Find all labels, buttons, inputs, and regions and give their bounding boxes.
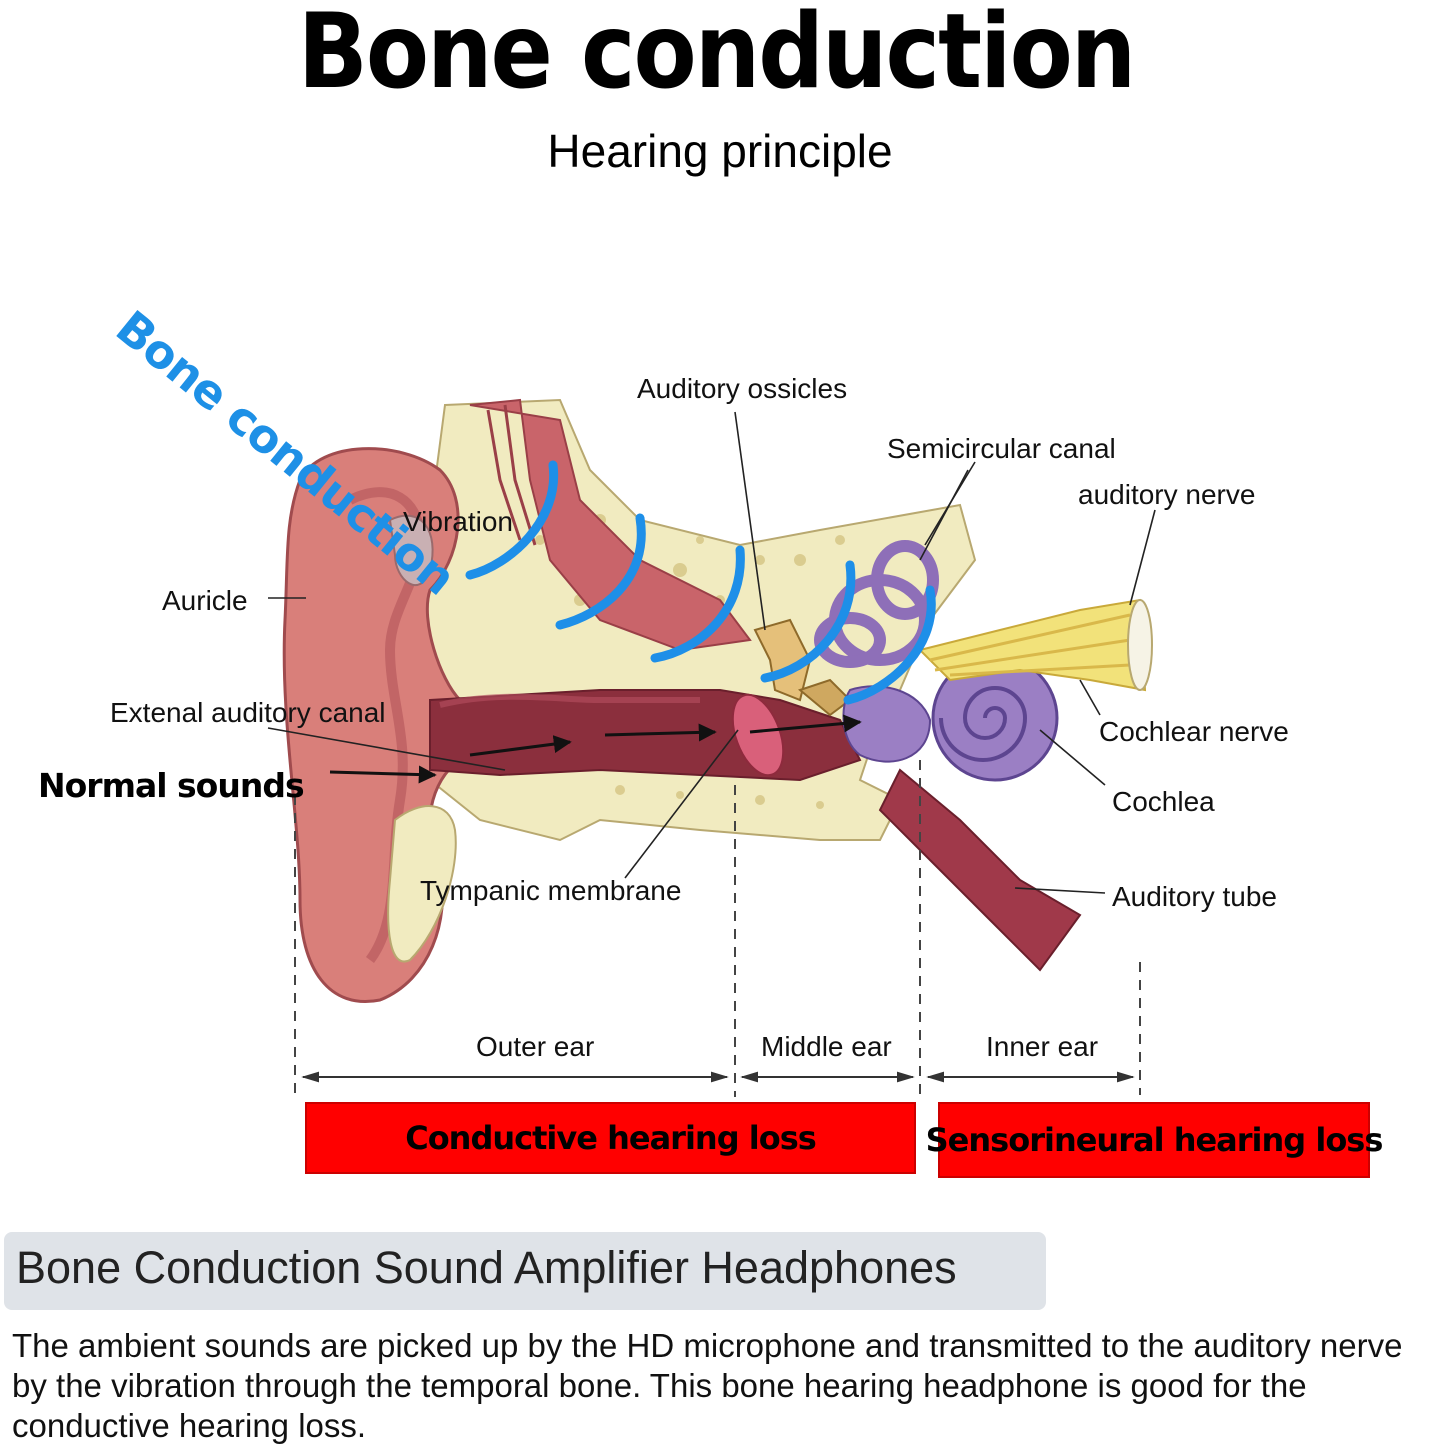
region-inner-ear: Inner ear xyxy=(986,1031,1099,1062)
vibration-waves xyxy=(465,460,936,705)
label-auricle: Auricle xyxy=(162,585,248,616)
label-vibration: Vibration xyxy=(403,506,514,537)
ossicles xyxy=(753,618,812,702)
page-subtitle: Hearing principle xyxy=(547,125,893,177)
label-cochlea: Cochlea xyxy=(1112,786,1215,817)
product-description: The ambient sounds are picked up by the … xyxy=(12,1327,1403,1444)
sensorineural-hearing-loss-box: Sensorineural hearing loss xyxy=(926,1102,1383,1178)
label-external-auditory-canal: Extenal auditory canal xyxy=(110,697,386,728)
tympanic-membrane-shape xyxy=(731,693,785,777)
product-headline: Bone Conduction Sound Amplifier Headphon… xyxy=(16,1242,957,1293)
page-title: Bone conduction xyxy=(297,0,1137,112)
normal-sounds-tag: Normal sounds xyxy=(38,766,305,805)
region-dividers xyxy=(294,760,1141,1097)
label-auditory-nerve: auditory nerve xyxy=(1078,479,1256,510)
sound-arrows xyxy=(329,714,862,784)
cochlea-shape xyxy=(931,654,1059,782)
label-auditory-tube: Auditory tube xyxy=(1112,881,1277,912)
semicircular-canals xyxy=(814,540,939,668)
conductive-hearing-loss-box: Conductive hearing loss xyxy=(305,1102,916,1174)
label-cochlear-nerve: Cochlear nerve xyxy=(1099,716,1289,747)
region-outer-ear: Outer ear xyxy=(476,1031,595,1062)
auditory-tube-shape xyxy=(878,768,1082,972)
product-headline-banner: Bone Conduction Sound Amplifier Headphon… xyxy=(4,1232,1046,1310)
leader-lines xyxy=(267,411,1156,894)
label-auditory-ossicles: Auditory ossicles xyxy=(637,373,848,404)
region-middle-ear: Middle ear xyxy=(761,1031,892,1062)
scalp-layer xyxy=(469,398,752,652)
label-tympanic-membrane: Tympanic membrane xyxy=(420,875,682,906)
label-semicircular-canal: Semicircular canal xyxy=(887,433,1116,464)
